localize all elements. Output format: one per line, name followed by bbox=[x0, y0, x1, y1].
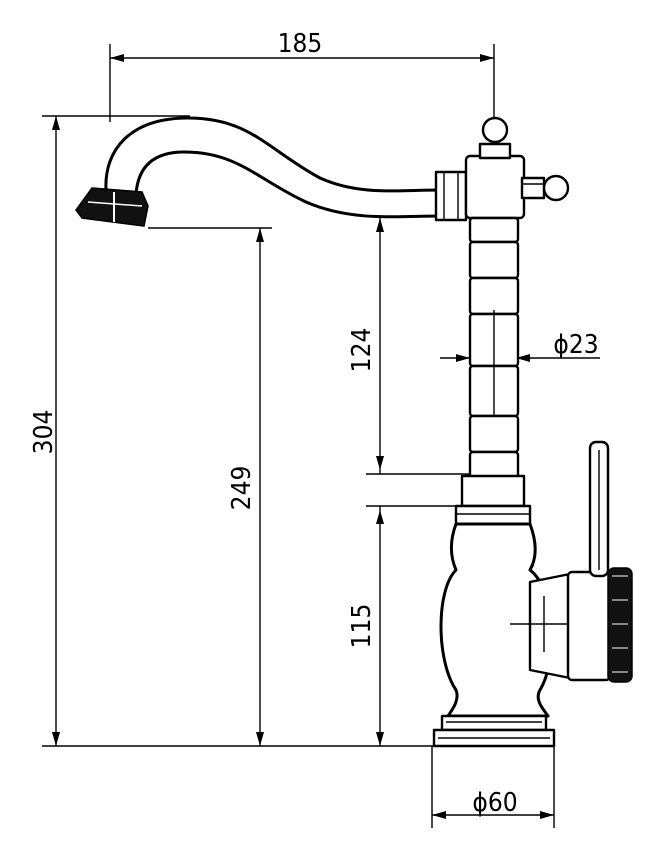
dimension-column-diameter: ϕ23 bbox=[440, 330, 600, 362]
faucet-spout bbox=[75, 116, 440, 227]
faucet-base bbox=[432, 714, 556, 748]
dimension-label-phi60: ϕ60 bbox=[472, 788, 517, 818]
dimension-spout-reach: 185 bbox=[109, 29, 495, 122]
body-collar bbox=[454, 474, 532, 526]
dimension-base-diameter: ϕ60 bbox=[431, 746, 555, 828]
dimension-label-115: 115 bbox=[347, 604, 377, 649]
faucet-body bbox=[439, 522, 572, 718]
dimension-spout-height: 249 bbox=[148, 227, 272, 746]
faucet-column bbox=[468, 216, 520, 480]
dimension-body-height: 115 bbox=[347, 505, 470, 746]
dimension-label-304: 304 bbox=[29, 410, 59, 455]
dimension-label-124: 124 bbox=[347, 328, 377, 373]
spout-collar bbox=[434, 170, 468, 222]
dimension-label-phi23: ϕ23 bbox=[553, 330, 598, 360]
aerator-nozzle bbox=[75, 187, 149, 227]
dimension-total-height: 304 bbox=[29, 115, 190, 746]
dimension-label-185: 185 bbox=[278, 29, 323, 59]
handle-assembly bbox=[566, 440, 633, 683]
dimension-label-249: 249 bbox=[227, 466, 257, 511]
handle-knurl bbox=[607, 567, 633, 683]
top-cap bbox=[464, 116, 570, 220]
dimension-column-height: 124 bbox=[347, 213, 470, 475]
